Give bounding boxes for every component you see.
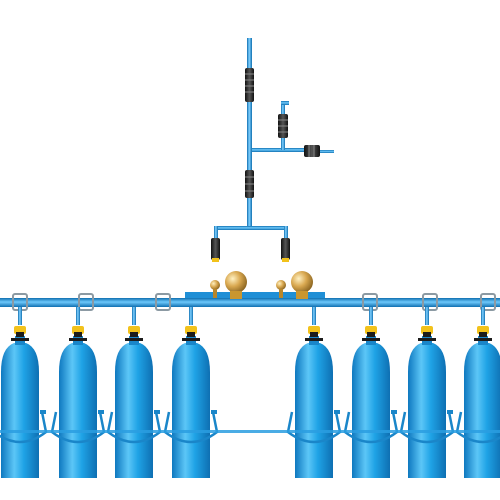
cylinder-body: [464, 343, 500, 478]
gas-cylinder: [0, 307, 48, 478]
pressure-regulator-icon: [210, 271, 247, 299]
cylinder-rack-rails: [0, 430, 500, 433]
cylinder-body: [115, 343, 153, 478]
pipe-clamp: [480, 293, 496, 311]
pigtail-hose: [18, 307, 22, 325]
pipe-clamp: [155, 293, 171, 311]
pigtail-hose: [312, 307, 316, 325]
cylinder-valve-icon: [182, 326, 200, 341]
cylinder-body: [295, 343, 333, 478]
pigtail-hose: [425, 307, 429, 325]
cylinder-valve-icon: [362, 326, 380, 341]
pigtail-hose: [481, 307, 485, 325]
inline-filter-icon: [245, 68, 254, 102]
pigtail-hose: [76, 307, 80, 325]
cylinder-body: [59, 343, 97, 478]
supply-line-pipe: [214, 38, 334, 242]
pigtail-hose: [369, 307, 373, 325]
pipe-clamp: [422, 293, 438, 311]
pigtail-hose: [132, 307, 136, 325]
cylinder-valve-icon: [11, 326, 29, 341]
cylinder-valve-icon: [305, 326, 323, 341]
inline-filter-icon: [278, 114, 288, 138]
pipe-clamp: [78, 293, 94, 311]
gas-cylinder: [286, 307, 342, 478]
gas-cylinder: [455, 307, 500, 478]
cylinder-body: [352, 343, 390, 478]
hose-fitting-icon: [281, 238, 290, 262]
inline-filter-icon: [245, 170, 254, 198]
gas-cylinder: [399, 307, 455, 478]
cylinder-body: [408, 343, 446, 478]
cylinder-valve-icon: [69, 326, 87, 341]
cylinder-valve-icon: [474, 326, 492, 341]
pigtail-hose: [189, 307, 193, 325]
cylinder-valve-icon: [418, 326, 436, 341]
cylinder-body: [1, 343, 39, 478]
gas-cylinders: [0, 307, 500, 478]
manifold-header-pipe: [0, 292, 500, 307]
cylinder-valve-icon: [125, 326, 143, 341]
gas-cylinder: [343, 307, 399, 478]
gas-cylinder: [106, 307, 162, 478]
hose-fitting-icon: [211, 238, 220, 262]
gas-cylinder: [50, 307, 106, 478]
pressure-regulator-icon: [276, 271, 313, 299]
inline-filter-icon: [304, 145, 320, 157]
cylinder-body: [172, 343, 210, 478]
gas-cylinder: [163, 307, 219, 478]
